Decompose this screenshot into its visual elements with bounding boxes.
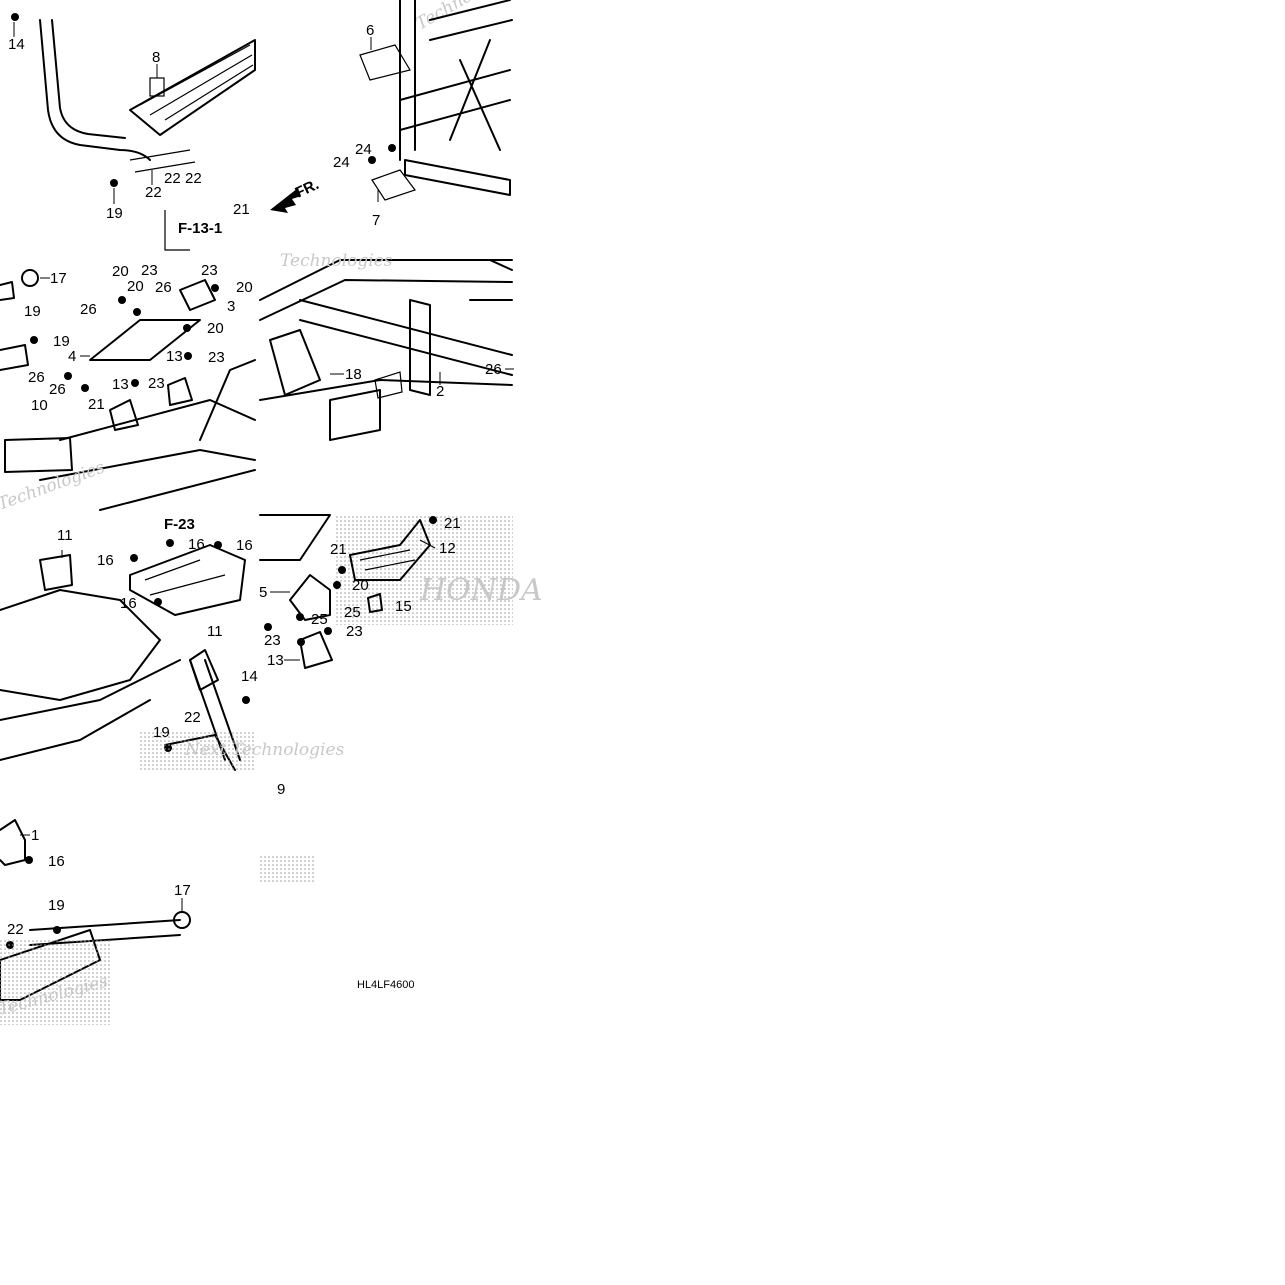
callout-13[interactable]: 13: [166, 348, 183, 365]
callout-20[interactable]: 20: [352, 577, 369, 594]
callout-21[interactable]: 21: [330, 541, 347, 558]
ref-label-f13-1[interactable]: F-13-1: [178, 220, 222, 237]
callout-8[interactable]: 8: [152, 49, 160, 66]
front-arrow-icon: [270, 188, 301, 213]
callout-25[interactable]: 25: [311, 611, 328, 628]
callouts: 14 8 19 22 22 22 21 6 24 24 7 17 20 23 2…: [7, 22, 502, 938]
callout-22[interactable]: 22: [164, 170, 181, 187]
callout-25[interactable]: 25: [344, 604, 361, 621]
callout-16[interactable]: 16: [188, 536, 205, 553]
callout-16[interactable]: 16: [48, 853, 65, 870]
front-direction-indicator: FR.: [270, 176, 322, 213]
callout-16[interactable]: 16: [120, 595, 137, 612]
callout-19[interactable]: 19: [24, 303, 41, 320]
callout-12[interactable]: 12: [439, 540, 456, 557]
watermark-text: Technologies: [280, 251, 393, 271]
callout-26[interactable]: 26: [155, 279, 172, 296]
callout-16[interactable]: 16: [236, 537, 253, 554]
watermark-text: Technologies: [413, 0, 521, 34]
callout-23[interactable]: 23: [264, 632, 281, 649]
callout-6[interactable]: 6: [366, 22, 374, 39]
callout-22[interactable]: 22: [7, 921, 24, 938]
callout-21[interactable]: 21: [88, 396, 105, 413]
callout-14[interactable]: 14: [241, 668, 258, 685]
callout-17[interactable]: 17: [50, 270, 67, 287]
callout-20[interactable]: 20: [207, 320, 224, 337]
callout-19[interactable]: 19: [48, 897, 65, 914]
callout-24[interactable]: 24: [333, 154, 350, 171]
callout-7[interactable]: 7: [372, 212, 380, 229]
callout-17[interactable]: 17: [174, 882, 191, 899]
callout-10[interactable]: 10: [31, 397, 48, 414]
watermark-text: Next Technologies: [184, 740, 345, 760]
callout-13[interactable]: 13: [267, 652, 284, 669]
panel-crossbar: Technologies: [0, 819, 191, 1025]
ref-label-f23[interactable]: F-23: [164, 516, 195, 533]
callout-19[interactable]: 19: [153, 724, 170, 741]
callout-23[interactable]: 23: [201, 262, 218, 279]
callout-11[interactable]: 11: [57, 527, 73, 544]
callout-11[interactable]: 11: [207, 623, 223, 640]
callout-5[interactable]: 5: [259, 584, 267, 601]
callout-20[interactable]: 20: [112, 263, 129, 280]
callout-21[interactable]: 21: [444, 515, 461, 532]
drawing-code: HL4LF4600: [357, 979, 415, 991]
callout-14[interactable]: 14: [8, 36, 25, 53]
callout-23[interactable]: 23: [141, 262, 158, 279]
callout-26[interactable]: 26: [28, 369, 45, 386]
callout-9[interactable]: 9: [277, 781, 285, 798]
callout-22[interactable]: 22: [145, 184, 162, 201]
direction-label: FR.: [293, 176, 322, 202]
panel-main-frame: Technologies: [259, 251, 513, 441]
callout-19[interactable]: 19: [53, 333, 70, 350]
panel-rear-frame: [359, 0, 513, 201]
callout-26[interactable]: 26: [485, 361, 502, 378]
watermark-text: Technologies: [0, 457, 108, 514]
leader-lines: [13, 22, 514, 912]
callout-18[interactable]: 18: [345, 366, 362, 383]
callout-1[interactable]: 1: [31, 827, 39, 844]
callout-21[interactable]: 21: [233, 201, 250, 218]
callout-15[interactable]: 15: [395, 598, 412, 615]
callout-3[interactable]: 3: [227, 298, 235, 315]
callout-4[interactable]: 4: [68, 348, 76, 365]
panel-front-frame: Next Technologies: [0, 539, 345, 771]
watermark-pattern: [258, 855, 316, 883]
callout-23[interactable]: 23: [346, 623, 363, 640]
callout-26[interactable]: 26: [80, 301, 97, 318]
callout-22[interactable]: 22: [184, 709, 201, 726]
callout-22[interactable]: 22: [185, 170, 202, 187]
callout-13[interactable]: 13: [112, 376, 129, 393]
callout-23[interactable]: 23: [208, 349, 225, 366]
callout-20[interactable]: 20: [127, 278, 144, 295]
callout-24[interactable]: 24: [355, 141, 372, 158]
callout-2[interactable]: 2: [436, 383, 444, 400]
callout-20[interactable]: 20: [236, 279, 253, 296]
callout-16[interactable]: 16: [97, 552, 114, 569]
watermark-text: HONDA: [419, 573, 543, 608]
callout-19[interactable]: 19: [106, 205, 123, 222]
panel-rear-mount: HONDA: [259, 514, 543, 669]
callout-23[interactable]: 23: [148, 375, 165, 392]
callout-26[interactable]: 26: [49, 381, 66, 398]
